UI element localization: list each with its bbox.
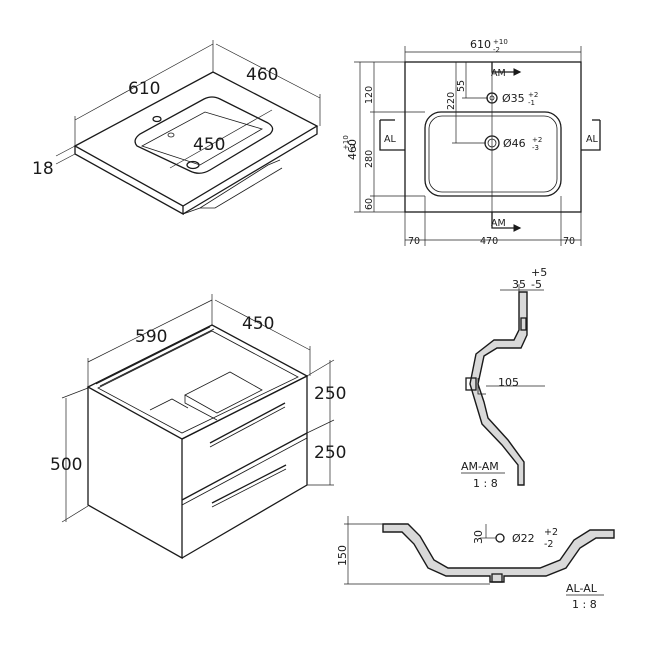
- tap-hole-label: Ø35: [502, 92, 525, 105]
- section-al-right-marker: AL: [586, 134, 598, 145]
- top-depth-tol-bot: -2: [349, 143, 357, 150]
- iso-width-label: 610: [128, 79, 160, 99]
- al-height-label: 150: [336, 545, 349, 566]
- bottom-dim-left: 70: [408, 236, 420, 247]
- basin-top-view: 610 +10 -2 AM AM AL AL 460 +10 -2 120 28…: [342, 38, 601, 247]
- top-left-dim-3: 60: [364, 198, 375, 210]
- al-scale: 1 : 8: [572, 598, 597, 611]
- section-am-view: 35 +5 -5 105 AM-AM 1 : 8: [461, 266, 547, 490]
- top-width-tol-bot: -2: [493, 46, 500, 54]
- section-al-left-marker: AL: [384, 134, 396, 145]
- basin-isometric-view: 610 460 450 18: [32, 40, 321, 216]
- waste-hole-tol-top: +2: [532, 136, 542, 144]
- al-hole-tol-top: +2: [544, 527, 558, 538]
- al-offset-label: 30: [472, 530, 485, 544]
- top-left-dim-2: 280: [364, 150, 375, 168]
- am-rim-tol-top: +5: [531, 266, 547, 279]
- cabinet-height-label: 500: [50, 455, 82, 475]
- top-depth-tol-top: +10: [342, 135, 350, 150]
- am-depth-label: 105: [498, 376, 519, 389]
- al-hole-label: Ø22: [512, 532, 535, 545]
- iso-thickness-label: 18: [32, 159, 54, 179]
- cabinet-depth-label: 450: [242, 314, 274, 334]
- top-left-dim-1: 120: [364, 86, 375, 104]
- cabinet-isometric-view: 590 450 500 250 250: [50, 294, 346, 560]
- tap-hole-tol-bot: -1: [528, 99, 535, 107]
- tap-hole-tol-top: +2: [528, 91, 538, 99]
- section-am-bottom-marker: AM: [491, 218, 506, 229]
- iso-bowl-label: 450: [193, 135, 225, 155]
- am-scale: 1 : 8: [473, 477, 498, 490]
- iso-depth-label: 460: [246, 65, 278, 85]
- am-rim-tol-bot: -5: [531, 278, 542, 291]
- waste-hole-tol-bot: -3: [532, 144, 539, 152]
- bottom-dim-right: 70: [563, 236, 575, 247]
- al-hole-tol-bot: -2: [544, 539, 553, 550]
- drawer-bottom-height-label: 250: [314, 443, 346, 463]
- overflow-offset-label: 220: [446, 92, 457, 110]
- section-am-top-marker: AM: [491, 68, 506, 79]
- top-depth-label: 460: [346, 139, 359, 160]
- drawer-top-height-label: 250: [314, 384, 346, 404]
- waste-hole-label: Ø46: [503, 137, 526, 150]
- cabinet-width-label: 590: [135, 327, 167, 347]
- section-al-view: 150 30 Ø22 +2 -2 AL-AL 1 : 8: [336, 516, 615, 611]
- tap-offset-label: 55: [456, 80, 467, 92]
- bottom-dim-center: 470: [480, 236, 498, 247]
- al-title: AL-AL: [566, 582, 598, 595]
- top-width-tol-top: +10: [493, 38, 508, 46]
- am-rim-label: 35: [512, 278, 526, 291]
- am-title: AM-AM: [461, 460, 499, 473]
- top-width-label: 610: [470, 38, 491, 51]
